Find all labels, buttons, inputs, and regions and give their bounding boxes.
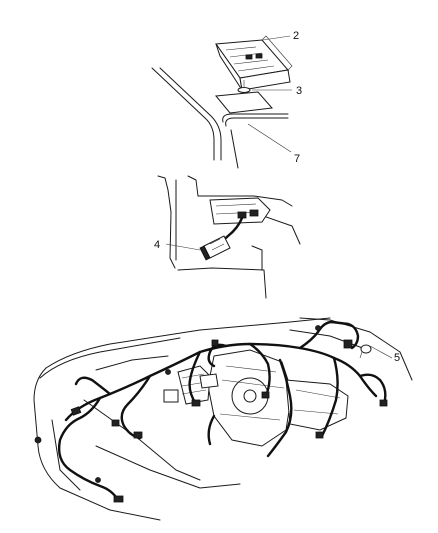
harness-branch-f [74, 376, 112, 396]
harness-branch-c [248, 342, 271, 398]
roof-edge-2 [225, 117, 289, 127]
floor-step [251, 245, 263, 271]
harness-left-drop [57, 396, 120, 502]
overhead-console [215, 35, 293, 91]
grille-edge [33, 367, 61, 489]
connector-i [113, 495, 124, 503]
connector-h [379, 399, 388, 407]
dash-left-edge [157, 175, 176, 269]
harness-branch-h [358, 373, 387, 406]
leader-7 [247, 123, 292, 153]
engine-ribs [219, 365, 285, 421]
front-panel [51, 419, 81, 491]
cowl-right [299, 317, 413, 381]
connector-g [315, 431, 324, 439]
dash-view [157, 175, 301, 299]
bracket-block [163, 389, 179, 403]
console-switch-2 [255, 53, 263, 59]
harness-branch-a [120, 374, 152, 440]
overhead-view [151, 35, 293, 169]
callout-4: 4 [154, 239, 160, 251]
harness-branch-b [188, 350, 202, 406]
bracket-connector-2 [249, 209, 259, 217]
leader-5 [369, 345, 393, 359]
leader-2 [262, 35, 291, 41]
harness-branch-d [266, 358, 293, 458]
callout-7: 7 [294, 153, 300, 165]
connector-f [261, 391, 270, 399]
harness-branch-g [207, 414, 216, 446]
pillar-edge-outer [151, 67, 215, 161]
wiring-harness [57, 320, 387, 502]
dash-top-edge [187, 175, 293, 207]
clip-b [165, 369, 171, 375]
connector-b [111, 419, 120, 427]
fender-top [45, 317, 331, 369]
harness-firewall-branch [298, 320, 350, 350]
callout-3: 3 [296, 85, 302, 97]
core-support [95, 355, 169, 371]
floor-edge [177, 267, 267, 299]
engine-block [163, 349, 349, 447]
frame-rail-left [83, 399, 201, 481]
bumper-line [59, 487, 161, 521]
clip-c [95, 477, 101, 483]
clip-a [315, 325, 321, 331]
mount-bracket [199, 373, 219, 389]
fender-inner [39, 337, 181, 379]
engine-view [33, 317, 413, 521]
plug-part-5 [359, 344, 372, 359]
frame-rail-lower [95, 445, 241, 489]
plug-stem [359, 351, 363, 359]
connector-end [199, 245, 211, 261]
connector-ribs [209, 238, 225, 251]
windshield-edge [230, 129, 239, 169]
lamp-base [215, 91, 274, 114]
connector-d [191, 399, 201, 407]
callout-2: 2 [293, 30, 299, 42]
module-bracket [209, 197, 271, 225]
clip-d [34, 436, 42, 444]
harness-branch-i [207, 343, 228, 368]
console-front [239, 69, 291, 91]
console-lip [261, 35, 293, 71]
pillar-edge-inner [159, 67, 222, 161]
connector-part-4 [199, 235, 231, 261]
lamp-bulb [237, 87, 251, 93]
connector-j [343, 339, 353, 349]
leader-4 [165, 243, 201, 251]
harness-loop-5 [346, 322, 360, 350]
roof-edge [222, 113, 289, 123]
dome-lamp [215, 80, 274, 114]
connector-e [211, 339, 219, 347]
harness-connectors [34, 325, 388, 503]
connector-a [70, 406, 82, 416]
flywheel-hub [243, 389, 257, 403]
callout-5: 5 [394, 352, 400, 364]
plug-body [360, 344, 372, 354]
console-switch-1 [245, 54, 253, 60]
harness-branch-e [320, 356, 339, 438]
connector-c [133, 431, 143, 439]
